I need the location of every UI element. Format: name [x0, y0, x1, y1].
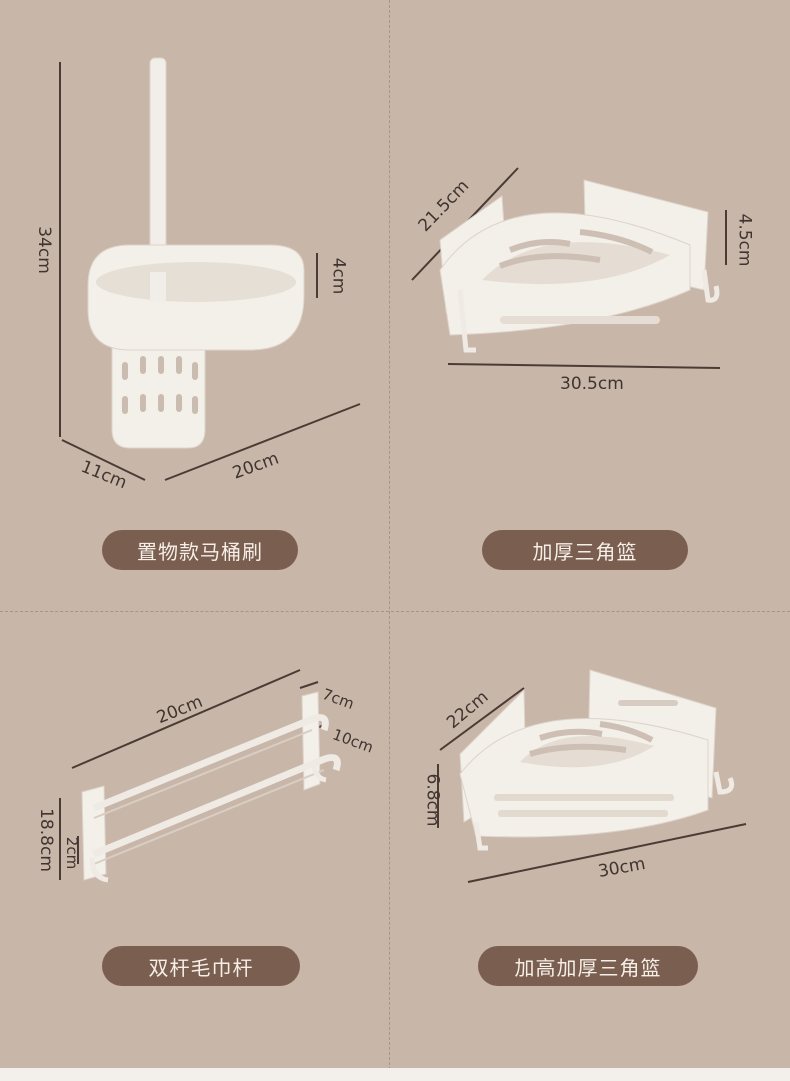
tall-corner-basket-icon [437, 669, 747, 883]
corner-basket-panel: 21.5cm 4.5cm 30.5cm 加厚三角篮 [390, 0, 790, 611]
dim-height: 6.8cm [422, 773, 443, 827]
dim-depth: 4cm [328, 257, 349, 295]
horizontal-divider [0, 611, 790, 612]
vertical-divider [389, 0, 390, 1070]
toilet-brush-icon [59, 57, 361, 481]
product-title-pill[interactable]: 加厚三角篮 [482, 530, 688, 570]
dim-height: 34cm [33, 226, 54, 274]
corner-basket-icon [411, 167, 727, 369]
dim-width: 30.5cm [560, 374, 624, 394]
tall-corner-basket-panel: 22cm 6.8cm 30cm 加高加厚三角篮 [390, 612, 790, 1068]
product-title-pill[interactable]: 双杆毛巾杆 [102, 946, 300, 986]
dim-height: 4.5cm [734, 213, 755, 267]
product-title-pill[interactable]: 置物款马桶刷 [102, 530, 298, 570]
toilet-brush-panel: 34cm 4cm 11cm 20cm 置物款马桶刷 [0, 0, 389, 611]
dim-gap: 2cm [63, 836, 82, 870]
product-title-pill[interactable]: 加高加厚三角篮 [478, 946, 698, 986]
towel-bar-panel: 20cm 7cm 10cm 18.8cm 2cm 双杆毛巾杆 [0, 612, 389, 1068]
bottom-strip [0, 1068, 790, 1081]
double-towel-bar-icon [59, 669, 341, 883]
dim-height: 18.8cm [35, 808, 56, 872]
